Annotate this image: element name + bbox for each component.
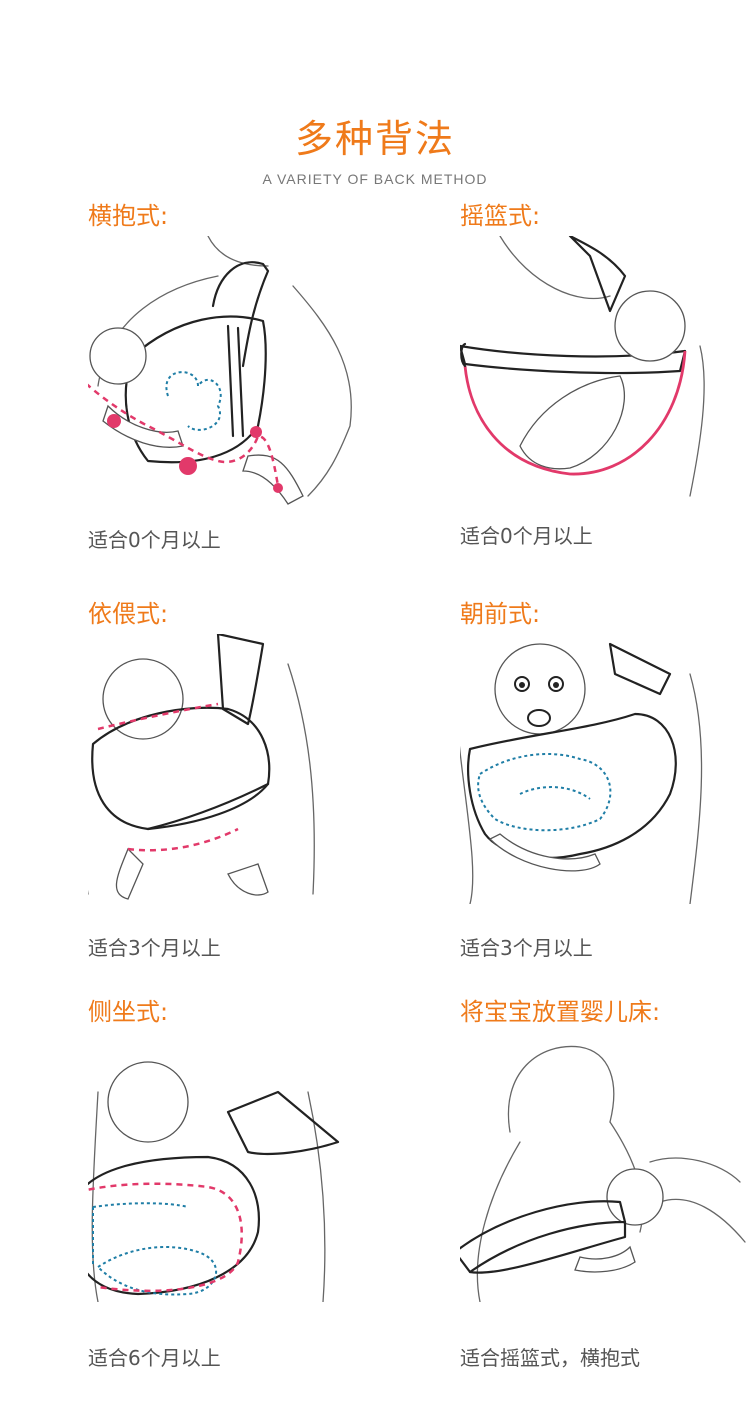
method-title: 将宝宝放置婴儿床: — [460, 998, 661, 1026]
illustration-forward-hold — [460, 634, 750, 904]
illustration-cradle-hold — [460, 236, 750, 506]
method-caption: 适合3个月以上 — [88, 936, 221, 960]
illustration-snuggle-hold — [88, 634, 378, 904]
method-caption: 适合0个月以上 — [88, 528, 221, 552]
illustration-hip-hold — [88, 1032, 378, 1302]
method-caption: 适合3个月以上 — [460, 936, 593, 960]
method-title: 摇篮式: — [460, 202, 541, 230]
method-title: 朝前式: — [460, 600, 541, 628]
page-header: 多种背法 A VARIETY OF BACK METHOD — [0, 108, 750, 187]
illustration-place-in-crib — [460, 1032, 750, 1302]
method-caption: 适合摇篮式，横抱式 — [460, 1346, 640, 1370]
method-caption: 适合0个月以上 — [460, 524, 593, 548]
page-title: 多种背法 — [294, 117, 455, 161]
illustration-horizontal-hold — [88, 236, 378, 506]
method-caption: 适合6个月以上 — [88, 1346, 221, 1370]
method-title: 侧坐式: — [88, 998, 169, 1026]
page-subtitle: A VARIETY OF BACK METHOD — [262, 171, 488, 187]
method-title: 横抱式: — [88, 202, 169, 230]
method-title: 依偎式: — [88, 600, 169, 628]
